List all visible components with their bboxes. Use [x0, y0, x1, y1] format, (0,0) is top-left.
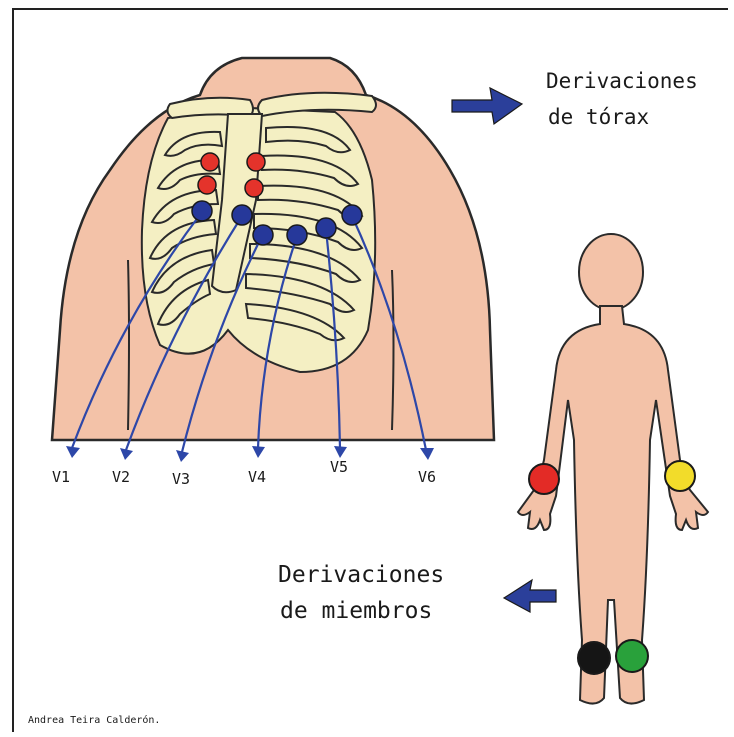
figure-body [518, 306, 708, 704]
lead-labels: V1 V2 V3 V4 V5 V6 [52, 458, 436, 488]
limbs-caption: Derivaciones de miembros [278, 562, 556, 624]
chest-electrode-v4 [287, 225, 307, 245]
chest-electrode-v6 [342, 205, 362, 225]
chest-electrode-red [201, 153, 219, 171]
author-signature: Andrea Teira Calderón. [28, 714, 160, 726]
limb-electrode-yellow [665, 461, 695, 491]
chest-electrode-red [245, 179, 263, 197]
thorax-caption: Derivaciones de tórax [452, 69, 698, 129]
lead-label-v2: V2 [112, 468, 130, 486]
lead-label-v6: V6 [418, 468, 436, 486]
arrow-right-icon [452, 88, 522, 124]
chest-electrode-v3 [253, 225, 273, 245]
limbs-label-line2: de miembros [280, 598, 432, 624]
chest-electrode-v1 [192, 201, 212, 221]
thorax-label-line1: Derivaciones [546, 69, 698, 93]
left-arm-seam [128, 260, 129, 430]
limb-electrode-black [578, 642, 610, 674]
chest-electrode-v2 [232, 205, 252, 225]
lead-label-v1: V1 [52, 468, 70, 486]
chest-electrode-v5 [316, 218, 336, 238]
lead-label-v4: V4 [248, 468, 266, 486]
chest-electrode-red [198, 176, 216, 194]
limb-electrode-red [529, 464, 559, 494]
lead-label-v3: V3 [172, 470, 190, 488]
thorax-label-line2: de tórax [548, 105, 649, 129]
limb-electrode-green [616, 640, 648, 672]
figure-head [579, 234, 643, 310]
lead-label-v5: V5 [330, 458, 348, 476]
limbs-label-line1: Derivaciones [278, 562, 444, 588]
arrow-left-icon [504, 580, 556, 612]
chest-electrode-red [247, 153, 265, 171]
